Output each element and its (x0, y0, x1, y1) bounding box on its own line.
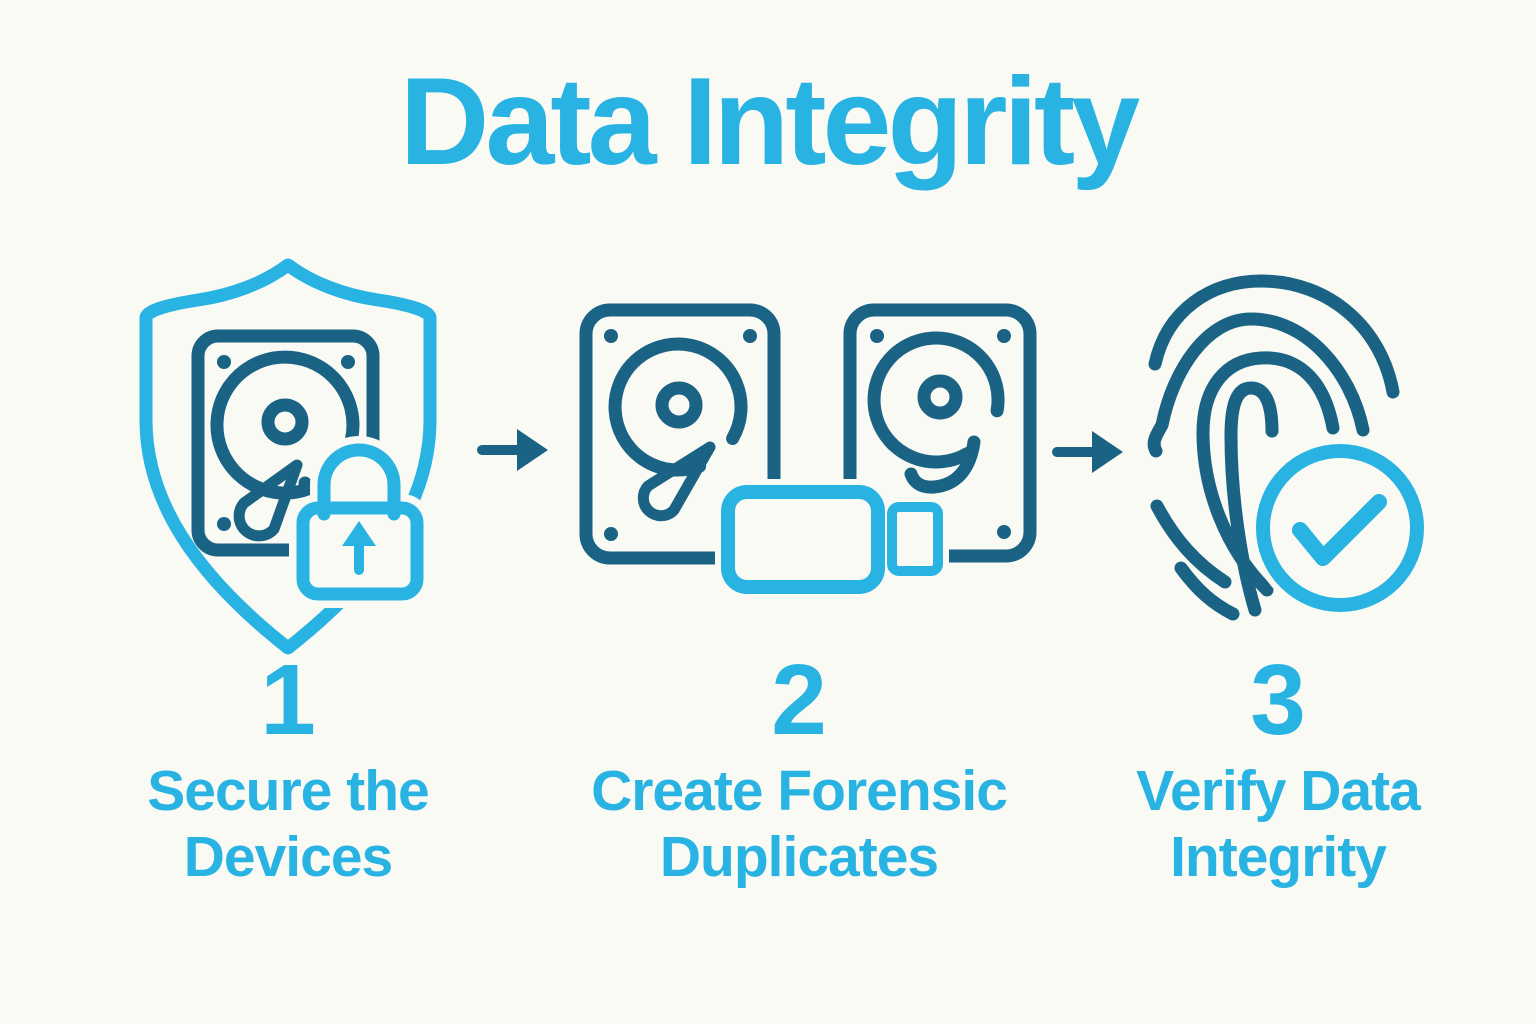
fingerprint-icon (1147, 274, 1400, 621)
step-label-line2: Devices (183, 825, 394, 890)
step-label: Verify Data Integrity (1038, 758, 1518, 890)
step-label-line2: Integrity (1170, 825, 1387, 890)
step-label: Create Forensic Duplicates (559, 758, 1039, 890)
step-2: 2 Create Forensic Duplicates (559, 650, 1039, 890)
right-arrow-icon (1052, 431, 1123, 473)
harddrive-icon (579, 303, 781, 565)
step-label-line2: Duplicates (659, 825, 939, 890)
page-title: Data Integrity (399, 53, 1140, 191)
padlock-icon (289, 436, 431, 608)
fingerprint-checkmark-icon (1147, 274, 1430, 621)
step-number: 3 (1250, 644, 1306, 756)
step-label-line1: Create Forensic (591, 759, 1008, 823)
step-1: 1 Secure the Devices (48, 650, 528, 890)
step-label-line1: Secure the (147, 759, 429, 823)
step-label: Secure the Devices (48, 758, 528, 890)
step-number: 2 (771, 644, 827, 756)
usb-drive-icon (715, 479, 949, 600)
check-circle-icon (1250, 438, 1430, 618)
step-label-line1: Verify Data (1136, 759, 1421, 823)
right-arrow-icon (477, 429, 548, 471)
dual-harddrives-usb-icon (579, 303, 1037, 600)
shield-harddrive-lock-icon (139, 258, 437, 655)
harddrive-icon (843, 303, 1037, 563)
up-arrow-icon (342, 521, 376, 575)
step-3: 3 Verify Data Integrity (1038, 650, 1518, 890)
step-number: 1 (260, 644, 316, 756)
